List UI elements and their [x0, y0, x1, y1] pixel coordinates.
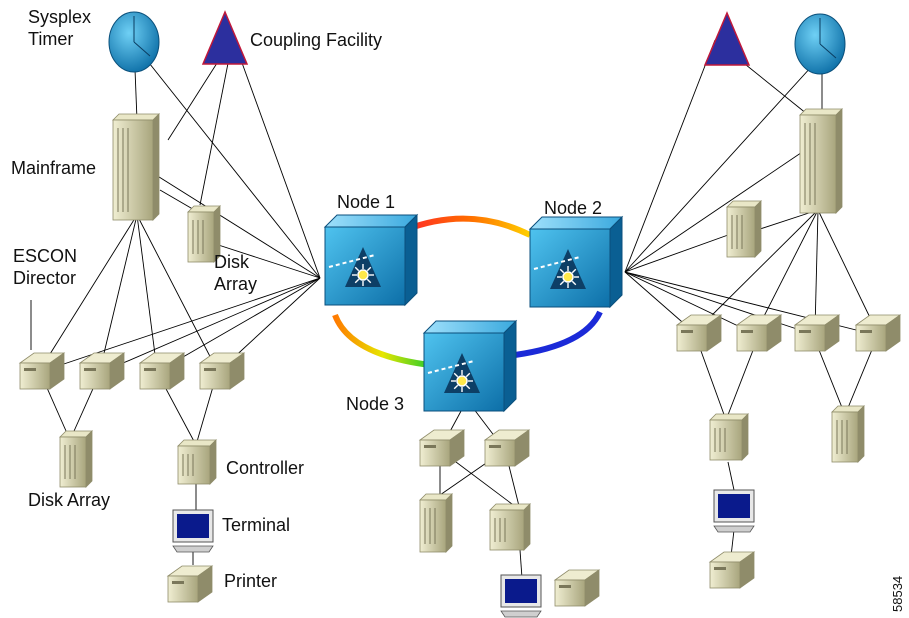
disk-array-right-bottom	[831, 405, 865, 463]
disk-array-top-label: Disk Array	[214, 252, 258, 294]
link-line	[519, 549, 523, 579]
mainframe-label: Mainframe	[11, 158, 97, 178]
link-line	[136, 214, 158, 371]
printer-left	[166, 565, 214, 603]
link-line	[199, 37, 234, 206]
mainframe-right	[799, 108, 843, 214]
link-line	[727, 461, 735, 491]
figure-id: 58534	[890, 575, 905, 612]
ring-segment-top	[403, 215, 532, 238]
escon-director-right-1	[675, 314, 723, 352]
node-2	[528, 215, 624, 309]
escon-director-right-3	[793, 314, 841, 352]
link-line	[696, 209, 819, 331]
sysplex-timer-right	[794, 13, 846, 75]
link-line	[624, 54, 823, 273]
mainframe-left	[112, 113, 160, 221]
escon-director-right-4	[854, 314, 902, 352]
terminal-right	[713, 489, 755, 533]
link-line	[725, 339, 758, 421]
controller-right	[709, 413, 749, 461]
printer-right	[708, 551, 756, 589]
link-line	[202, 239, 321, 279]
controller-left	[177, 439, 217, 485]
escon-director-1	[18, 352, 66, 390]
link-line	[39, 277, 321, 373]
link-line	[99, 277, 321, 374]
node-1-label: Node 1	[337, 192, 396, 212]
link-line	[99, 214, 138, 371]
coupling-facility-label: Coupling Facility	[250, 30, 383, 50]
link-line	[624, 271, 816, 336]
terminal-left	[172, 509, 214, 553]
link-line	[814, 339, 846, 416]
escon-director-label: ESCON Director	[13, 246, 78, 288]
link-line	[817, 209, 877, 331]
link-line	[624, 39, 716, 273]
sysplex-timer-label: Sysplex Timer	[28, 7, 92, 49]
terminal-label: Terminal	[222, 515, 291, 535]
printer-node3	[553, 569, 601, 607]
disk-array-bottom-label: Disk Array	[28, 490, 111, 510]
link-line	[133, 43, 321, 279]
node-2-label: Node 2	[544, 198, 603, 218]
escon-director-right-2	[735, 314, 783, 352]
link-line	[39, 214, 138, 371]
printer-label: Printer	[224, 571, 278, 591]
link-line	[756, 209, 819, 331]
ring-segment-right	[514, 310, 603, 358]
optical-ring	[332, 215, 603, 368]
controller-node3	[489, 503, 531, 551]
disk-array-left	[187, 205, 221, 263]
sysplex-timer-left	[108, 11, 160, 73]
escon-director-4	[198, 352, 246, 390]
coupling-facility-right	[703, 11, 751, 66]
escon-director-node3-2	[483, 429, 531, 467]
link-line	[844, 339, 877, 416]
disk-array-right	[726, 200, 762, 258]
link-line	[814, 209, 819, 331]
node-3-label: Node 3	[346, 394, 405, 414]
node-3	[422, 319, 518, 413]
link-line	[232, 37, 321, 279]
connection-lines	[30, 37, 877, 579]
coupling-facility-left	[201, 10, 249, 65]
link-line	[624, 229, 743, 273]
node-1	[323, 213, 419, 307]
escon-director-3	[138, 352, 186, 390]
disk-array-node3	[419, 493, 453, 553]
link-line	[136, 214, 218, 371]
link-line	[624, 271, 758, 336]
link-line	[696, 339, 727, 421]
devices	[18, 10, 902, 618]
link-line	[624, 139, 821, 273]
escon-director-2	[78, 352, 126, 390]
controller-label: Controller	[226, 458, 305, 478]
ring-segment-left	[332, 313, 431, 368]
disk-array-left-bottom	[59, 430, 93, 488]
terminal-node3	[500, 574, 542, 618]
link-line	[139, 164, 321, 279]
escon-director-node3-1	[418, 429, 466, 467]
